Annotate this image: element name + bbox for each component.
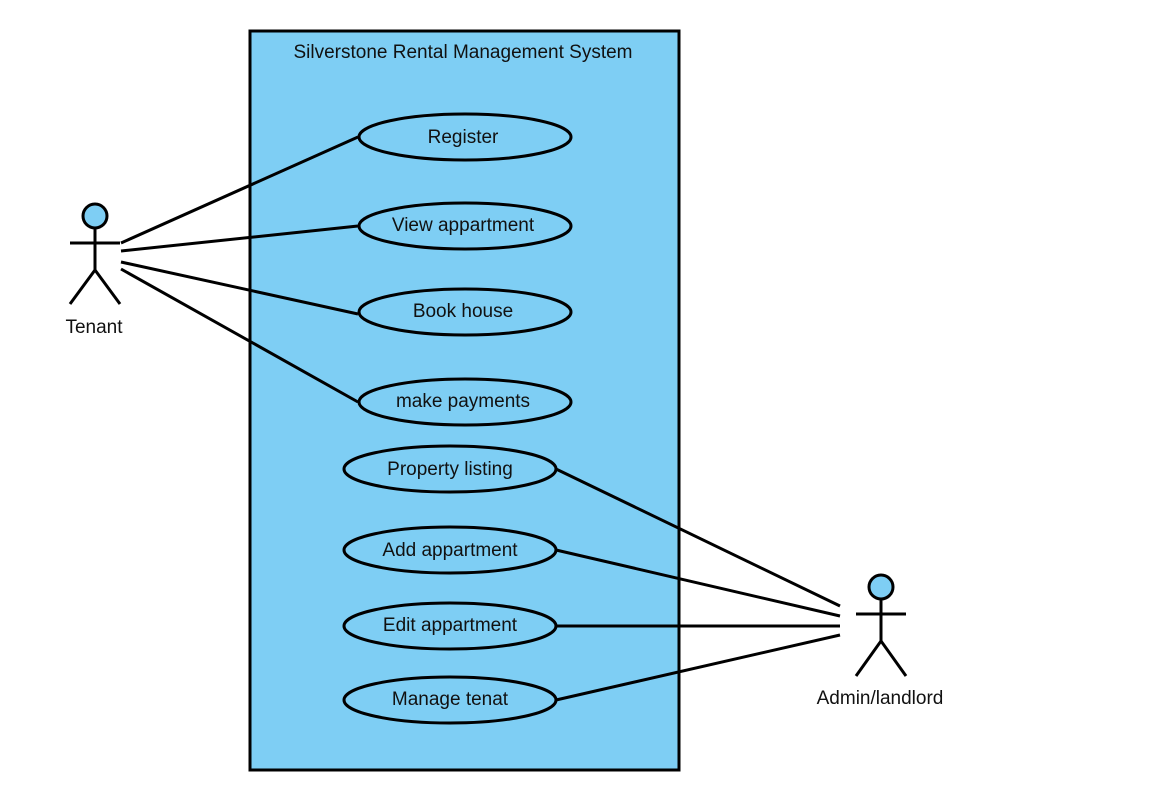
use-case-property-listing[interactable]: Property listing [342, 444, 558, 494]
stick-figure-right-leg [879, 640, 908, 677]
association-tenant-view-appartment [120, 224, 359, 253]
use-case-ellipse [342, 525, 558, 575]
actor-admin[interactable] [854, 573, 908, 677]
use-case-ellipse [357, 201, 573, 251]
association-admin-manage-tenat [555, 633, 841, 702]
stick-figure-head-icon [867, 573, 895, 601]
use-case-label: Manage tenat [392, 689, 509, 710]
use-case-book-house[interactable]: Book house [357, 287, 573, 337]
use-case-ellipse [342, 675, 558, 725]
use-case-ellipse [357, 112, 573, 162]
use-case-ellipse [357, 287, 573, 337]
association-admin-add-appartment [555, 548, 841, 618]
association-tenant-make-payments [120, 267, 359, 404]
use-case-label: Register [428, 127, 499, 148]
use-case-label: Add appartment [382, 540, 518, 561]
actor-label-admin: Admin/landlord [817, 688, 944, 709]
use-case-label: make payments [396, 391, 530, 412]
association-tenant-book-house [120, 260, 359, 316]
admin-associations [555, 467, 841, 702]
use-case-ellipse [342, 601, 558, 651]
association-admin-property-listing [555, 467, 841, 608]
system-title: Silverstone Rental Management System [294, 42, 633, 63]
stick-figure-head-icon [81, 202, 109, 230]
use-case-edit-appartment[interactable]: Edit appartment [342, 601, 558, 651]
use-case-label: Edit appartment [383, 615, 518, 636]
actor-label-tenant: Tenant [65, 317, 123, 338]
use-case-add-appartment[interactable]: Add appartment [342, 525, 558, 575]
use-case-ellipse [357, 377, 573, 427]
use-case-label: Property listing [387, 459, 513, 480]
stick-figure-left-leg [68, 269, 97, 305]
use-case-label: View appartment [392, 215, 535, 236]
use-case-view-appartment[interactable]: View appartment [357, 201, 573, 251]
use-case-make-payments[interactable]: make payments [357, 377, 573, 427]
use-case-register[interactable]: Register [357, 112, 573, 162]
tenant-associations [120, 135, 359, 404]
actor-tenant[interactable] [68, 202, 122, 305]
use-case-manage-tenat[interactable]: Manage tenat [342, 675, 558, 725]
stick-figure-right-leg [93, 269, 122, 305]
association-tenant-register [120, 135, 359, 245]
use-case-label: Book house [413, 301, 513, 322]
stick-figure-left-leg [854, 640, 883, 677]
use-case-ellipse [342, 444, 558, 494]
